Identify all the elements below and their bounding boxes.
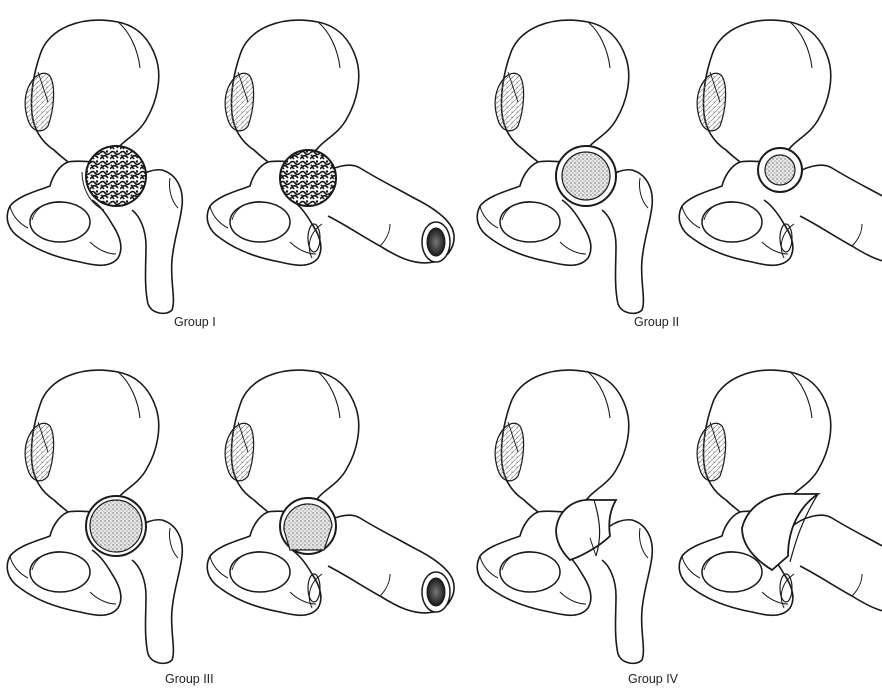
group-3-panel bbox=[7, 370, 454, 663]
group-4-front-pelvis bbox=[477, 370, 652, 663]
group-1-oblique-pelvis bbox=[207, 20, 454, 265]
group-2-panel bbox=[477, 20, 882, 313]
group-3-oblique-pelvis bbox=[207, 370, 454, 615]
group-2-oblique-pelvis bbox=[679, 20, 882, 265]
group-4-label: Group IV bbox=[628, 672, 678, 686]
group-3-front-pelvis bbox=[7, 370, 182, 663]
group-3-label: Group III bbox=[165, 672, 214, 686]
group-2-front-pelvis bbox=[477, 20, 652, 313]
group-1-label: Group I bbox=[174, 315, 216, 329]
group-4-panel bbox=[477, 370, 882, 663]
group-2-label: Group II bbox=[634, 315, 679, 329]
group-4-oblique-pelvis bbox=[679, 370, 882, 615]
group-1-oblique-femoral-head bbox=[280, 150, 336, 206]
group-1-panel bbox=[7, 20, 454, 313]
group-1-front-femoral-head bbox=[86, 146, 146, 206]
group-1-front-pelvis bbox=[7, 20, 182, 313]
